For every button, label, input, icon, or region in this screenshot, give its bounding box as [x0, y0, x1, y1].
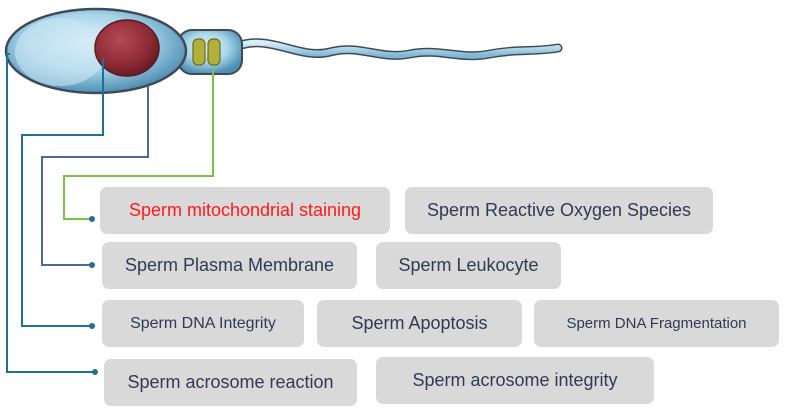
test-label: Sperm Leukocyte — [398, 255, 539, 275]
test-dna-fragmentation[interactable]: Sperm DNA Fragmentation — [534, 300, 779, 347]
test-dna-integrity[interactable]: Sperm DNA Integrity — [102, 300, 304, 347]
connector-plasma-membrane — [41, 86, 149, 266]
test-plasma-membrane[interactable]: Sperm Plasma Membrane — [102, 242, 357, 289]
test-reactive-oxygen-species[interactable]: Sperm Reactive Oxygen Species — [405, 187, 713, 234]
sperm-tail-inner — [235, 39, 561, 59]
acrosome-region — [15, 18, 105, 86]
connector-dot — [92, 369, 98, 375]
test-mitochondrial-staining[interactable]: Sperm mitochondrial staining — [100, 187, 390, 234]
connector-acrosome-reaction — [6, 53, 95, 373]
test-label: Sperm mitochondrial staining — [128, 200, 362, 220]
nucleus-icon — [94, 19, 160, 77]
test-leukocyte[interactable]: Sperm Leukocyte — [376, 242, 561, 289]
connector-dot — [89, 323, 95, 329]
connector-mitochondrial-staining — [63, 70, 214, 220]
test-acrosome-reaction[interactable]: Sperm acrosome reaction — [104, 359, 357, 406]
connector-dna-integrity — [21, 58, 104, 327]
test-label: Sperm Plasma Membrane — [124, 255, 335, 275]
test-label: Sperm Apoptosis — [351, 313, 488, 333]
test-acrosome-integrity[interactable]: Sperm acrosome integrity — [376, 357, 654, 404]
test-label: Sperm acrosome integrity — [412, 370, 618, 390]
test-label: Sperm acrosome reaction — [127, 372, 334, 392]
test-apoptosis[interactable]: Sperm Apoptosis — [317, 300, 522, 347]
test-label: Sperm DNA Fragmentation — [566, 315, 747, 332]
connector-dot — [89, 262, 95, 268]
mitochondria-icon — [192, 38, 221, 66]
test-label: Sperm DNA Integrity — [130, 314, 276, 332]
test-label: Sperm Reactive Oxygen Species — [426, 200, 692, 220]
connector-dot — [89, 216, 95, 222]
